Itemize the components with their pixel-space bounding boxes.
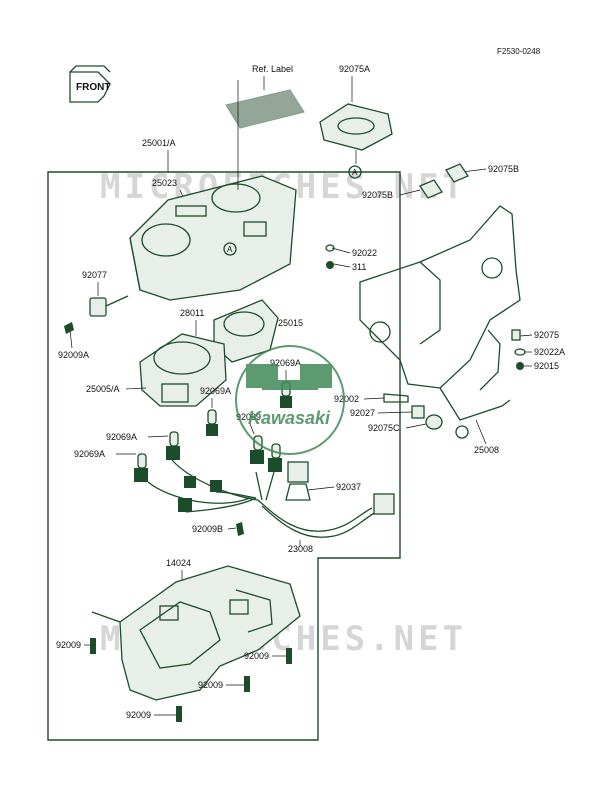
screw-92009-1: [90, 638, 96, 654]
callout-a-1: A: [227, 245, 233, 254]
callout-a-2: A: [352, 168, 358, 177]
trip-knob: [89, 295, 129, 317]
front-label: FRONT: [76, 82, 110, 93]
label-92022: 92022: [352, 248, 377, 258]
speedometer-unit: [139, 333, 227, 407]
label-92075b-1: 92075B: [488, 164, 519, 174]
grommet-92075: [511, 329, 521, 341]
label-92069a-3: 92069A: [106, 432, 137, 442]
meter-lower-cover: [91, 565, 301, 701]
assembly-frame: [47, 171, 401, 741]
kawasaki-wordmark: Kawasaki: [248, 408, 331, 428]
screw-92009-3: [244, 676, 250, 692]
label-23008: 23008: [288, 544, 313, 554]
label-311: 311: [352, 262, 366, 272]
label-ref-label: Ref. Label: [252, 64, 293, 74]
nut-92015: [516, 362, 524, 370]
meter-bracket: [359, 205, 521, 439]
rubber-cap: [319, 103, 393, 151]
wiring-harness: [147, 459, 395, 538]
bolt-92002: [383, 393, 409, 403]
label-92075c: 92075C: [368, 423, 400, 433]
label-25008: 25008: [474, 445, 499, 455]
label-92075b-2: 92075B: [362, 190, 393, 200]
label-92069a-4: 92069A: [74, 449, 105, 459]
label-92037: 92037: [336, 482, 361, 492]
label-25015: 25015: [278, 318, 303, 328]
nut-311: [326, 261, 334, 269]
label-25001a: 25001/A: [142, 138, 176, 148]
label-92009b: 92009B: [192, 524, 223, 534]
bulb-sockets: [134, 381, 292, 512]
washer-92022a: [514, 348, 526, 356]
figure-code: F2530-0248: [497, 47, 541, 56]
label-92075a: 92075A: [339, 64, 370, 74]
label-92009-3: 92009: [198, 680, 223, 690]
label-92009-4: 92009: [126, 710, 151, 720]
front-arrow-icon: FRONT: [69, 65, 111, 103]
screw-92009-4: [176, 706, 182, 722]
label-92009-1: 92009: [56, 640, 81, 650]
damper-1: [445, 163, 469, 183]
kawasaki-logo: Kawasaki: [235, 345, 345, 455]
label-92015: 92015: [534, 361, 559, 371]
screw-92009b: [236, 522, 244, 536]
label-25023: 25023: [152, 178, 177, 188]
label-92077: 92077: [82, 270, 107, 280]
label-92069: 92069: [236, 412, 261, 422]
label-92009a: 92009A: [58, 350, 89, 360]
label-92027: 92027: [350, 408, 375, 418]
damper-2: [419, 179, 443, 199]
label-92002: 92002: [334, 394, 359, 404]
label-92022a: 92022A: [534, 347, 565, 357]
ref-label-sticker: [225, 89, 305, 129]
label-92069a-1: 92069A: [270, 358, 301, 368]
screw-92009a: [64, 322, 74, 334]
label-28011: 28011: [180, 308, 204, 318]
collar-92027: [411, 405, 425, 419]
label-14024: 14024: [166, 558, 191, 568]
label-92075: 92075: [534, 330, 559, 340]
label-25005a: 25005/A: [86, 384, 120, 394]
screw-92009-2: [286, 648, 292, 664]
label-92069a-2: 92069A: [200, 386, 231, 396]
washer-92022: [325, 244, 335, 252]
grommet-92075c: [425, 414, 443, 430]
meter-housing: [129, 175, 297, 301]
label-92009-2: 92009: [244, 651, 269, 661]
